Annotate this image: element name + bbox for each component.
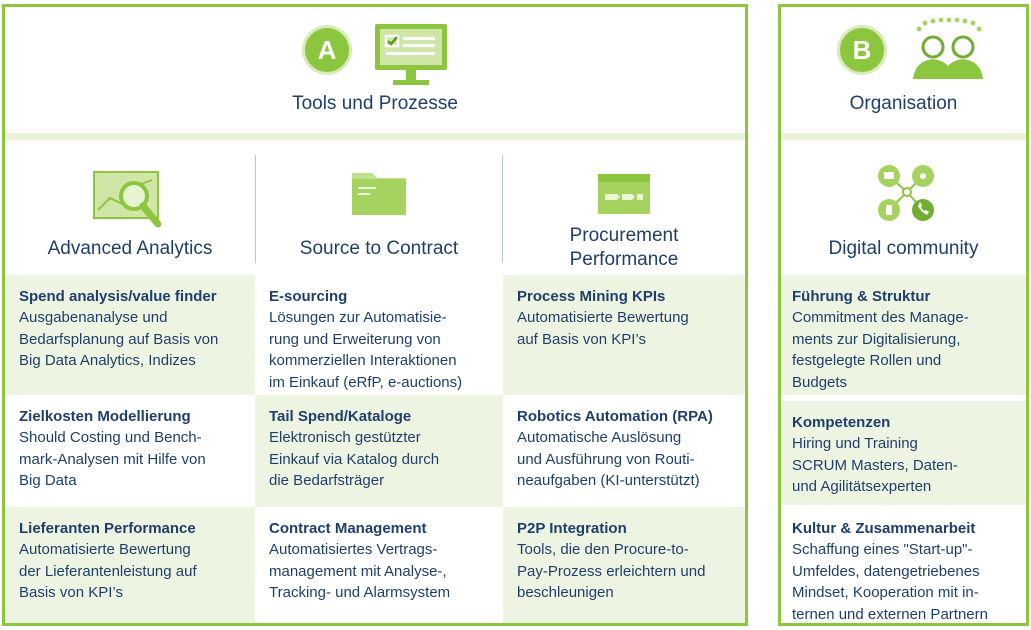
cell-title: Process Mining KPIs [517, 288, 666, 305]
cell-description: Should Costing und Bench- mark-Analysen … [19, 429, 206, 489]
cell-title: Robotics Automation (RPA) [517, 408, 713, 425]
column-divider [502, 155, 503, 263]
cell-description: Automatisierte Bewertung auf Basis von K… [517, 309, 689, 348]
panel-a-title: Tools und Prozesse [292, 93, 458, 114]
panel-a-band [5, 133, 745, 140]
community-network-icon [878, 165, 934, 221]
cell-title: E-sourcing [269, 288, 348, 305]
cell-zielkosten: Zielkosten Modellierung Should Costing u… [5, 395, 255, 507]
cell-spend-analysis: Spend analysis/value finder Ausgabenanal… [5, 275, 255, 395]
panel-b-header: B Organisation [781, 7, 1026, 133]
column-heading: Digital community [828, 238, 979, 259]
cell-title: Lieferanten Performance [19, 520, 196, 537]
cell-e-sourcing: E-sourcing Lösungen zur Automatisie- run… [255, 275, 503, 395]
column-header-procurement-performance: Procurement Performance [503, 140, 745, 275]
cell-kultur-zusammenarbeit: Kultur & Zusammenarbeit Schaffung eines … [781, 507, 1026, 623]
cell-title: Kompetenzen [792, 414, 891, 431]
cell-title: Kultur & Zusammenarbeit [792, 520, 976, 537]
cell-title: Führung & Struktur [792, 288, 931, 305]
panel-tools-und-prozesse: A Tools und Prozesse Advanced Analytics [2, 4, 748, 626]
cell-description: Automatisiertes Vertrags- management mit… [269, 541, 451, 601]
cell-description: Automatisierte Bewertung der Lieferanten… [19, 541, 197, 601]
cell-title: Spend analysis/value finder [19, 288, 217, 305]
cell-description: Ausgabenanalyse und Bedarfsplanung auf B… [19, 309, 219, 369]
cell-fuehrung-struktur: Führung & Struktur Commitment des Manage… [781, 275, 1026, 395]
people-group-icon [913, 17, 983, 79]
cell-description: Hiring und Training SCRUM Masters, Daten… [792, 435, 958, 495]
column-header-source-to-contract: Source to Contract [255, 140, 503, 275]
column-heading: Source to Contract [299, 238, 459, 259]
analytics-magnifier-icon [93, 171, 162, 228]
cell-description: Lösungen zur Automatisie- rung und Erwei… [269, 309, 463, 391]
column-heading: Procurement Performance [569, 225, 679, 270]
folder-icon [352, 173, 406, 215]
column-header-digital-community: Digital community [781, 140, 1026, 275]
column-header-advanced-analytics: Advanced Analytics [5, 140, 255, 275]
column-heading: Advanced Analytics [47, 238, 213, 259]
cell-process-mining: Process Mining KPIs Automatisierte Bewer… [503, 275, 745, 395]
monitor-checklist-icon [375, 24, 447, 85]
cell-title: Contract Management [269, 520, 427, 537]
cell-lieferanten: Lieferanten Performance Automatisierte B… [5, 507, 255, 623]
panel-b-band [781, 133, 1026, 140]
panel-a-header: A Tools und Prozesse [5, 7, 745, 133]
column-divider [255, 155, 256, 263]
cell-p2p-integration: P2P Integration Tools, die den Procure-t… [503, 507, 745, 623]
cell-contract-management: Contract Management Automatisiertes Vert… [255, 507, 503, 623]
performance-card-icon [598, 174, 650, 214]
cell-title: Tail Spend/Kataloge [269, 408, 412, 425]
cell-robotics-automation: Robotics Automation (RPA) Automatische A… [503, 395, 745, 507]
cell-tail-spend: Tail Spend/Kataloge Elektronisch gestütz… [255, 395, 503, 507]
cell-description: Tools, die den Procure-to- Pay-Prozess e… [517, 541, 706, 601]
cell-description: Schaffung eines "Start-up"- Umfeldes, da… [792, 541, 988, 623]
cell-title: Zielkosten Modellierung [19, 408, 191, 425]
panel-b-title: Organisation [849, 93, 958, 114]
panel-organisation: B Organisation [778, 4, 1029, 626]
cell-description: Automatische Auslösung und Ausführung vo… [517, 429, 700, 489]
badge-b: B [837, 25, 887, 75]
cell-title: P2P Integration [517, 520, 627, 537]
badge-a: A [302, 25, 352, 75]
cell-description: Commitment des Manage- ments zur Digital… [792, 309, 969, 391]
cell-description: Elektronisch gestützter Einkauf via Kata… [269, 429, 440, 489]
cell-kompetenzen: Kompetenzen Hiring und Training SCRUM Ma… [781, 401, 1026, 505]
